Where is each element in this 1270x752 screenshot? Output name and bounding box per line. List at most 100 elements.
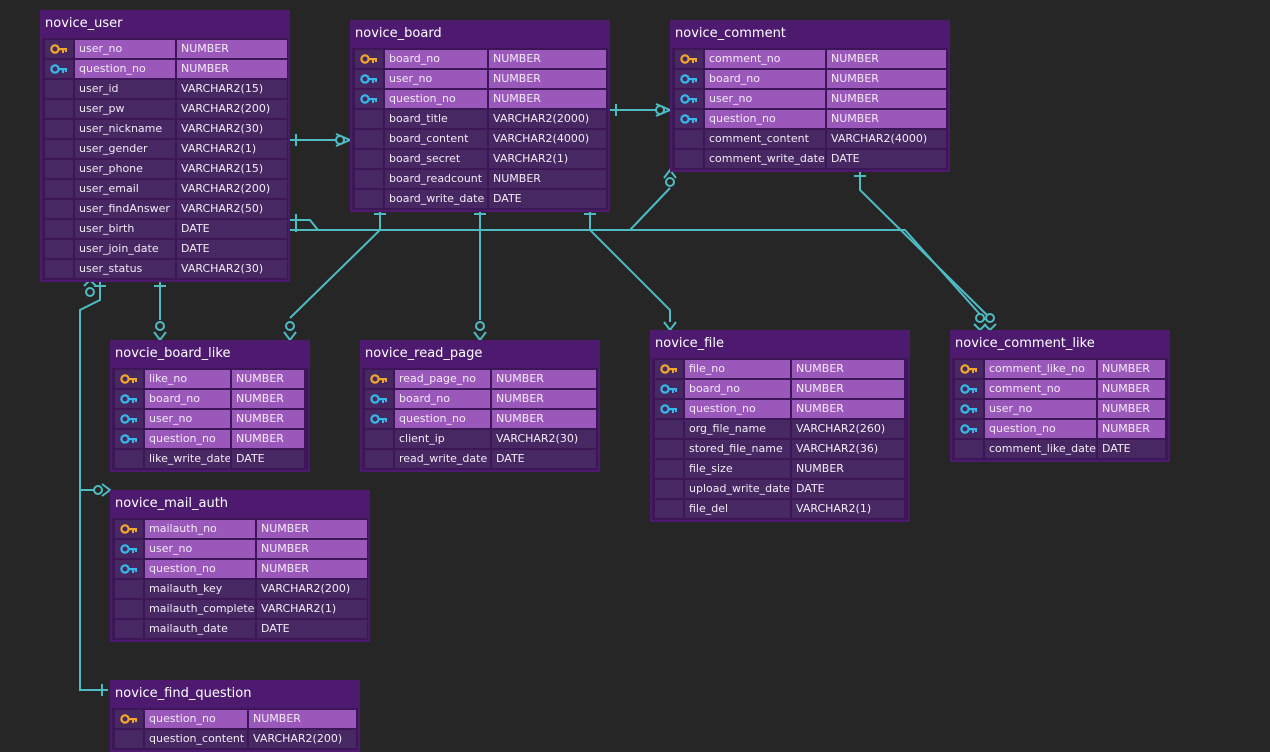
primary-key-icon (115, 370, 143, 388)
table-title[interactable]: novice_find_question (112, 682, 358, 708)
column-type: VARCHAR2(15) (177, 80, 287, 98)
column-name: stored_file_name (685, 440, 790, 458)
column-type: DATE (827, 150, 946, 168)
column-icon-slot (355, 170, 383, 188)
column-name: like_write_date (145, 450, 230, 468)
column-name: like_no (145, 370, 230, 388)
column-type: VARCHAR2(1) (257, 600, 367, 618)
table-title[interactable]: novice_file (652, 332, 908, 358)
column-name: user_no (145, 410, 230, 428)
table-title[interactable]: novice_mail_auth (112, 492, 368, 518)
column-type: VARCHAR2(200) (177, 100, 287, 118)
table-title[interactable]: novcie_board_like (112, 342, 308, 368)
column-icon-slot (355, 110, 383, 128)
table-title[interactable]: novice_comment (672, 22, 948, 48)
column-name: board_no (395, 390, 490, 408)
foreign-key-icon (655, 380, 683, 398)
relation-optional-mark (975, 313, 985, 323)
relation-comment-commentlike (859, 170, 991, 319)
column-icon-slot (675, 150, 703, 168)
table-title[interactable]: novice_read_page (362, 342, 598, 368)
column-icon-slot (45, 140, 73, 158)
column-type: VARCHAR2(4000) (489, 130, 606, 148)
foreign-key-icon (115, 560, 143, 578)
column-icon-slot (655, 460, 683, 478)
column-name: question_no (685, 400, 790, 418)
column-icon-slot (45, 80, 73, 98)
table-title[interactable]: novice_board (352, 22, 608, 48)
table-title[interactable]: novice_user (42, 12, 288, 38)
table-title[interactable]: novice_comment_like (952, 332, 1168, 358)
